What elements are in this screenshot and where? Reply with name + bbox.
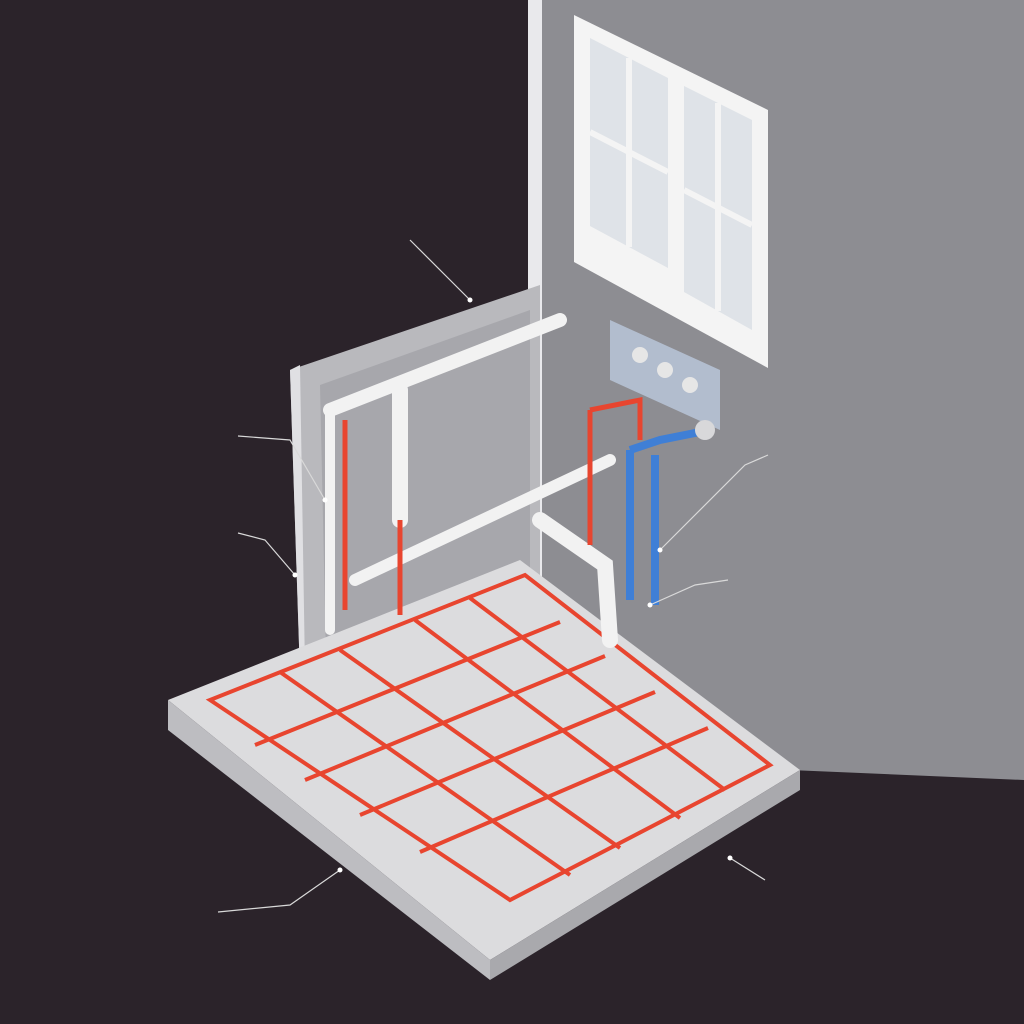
- window-icon: [574, 15, 768, 368]
- manifold-icon: [610, 320, 720, 440]
- heating-grid-icon: [205, 572, 774, 903]
- hot-pipes: [342, 396, 643, 615]
- insulation-panel-edge: [290, 365, 305, 675]
- leader-dots: [292, 297, 733, 873]
- leader-lines: [217, 239, 769, 913]
- cold-pipes: [626, 428, 701, 605]
- floor-slab: [168, 560, 800, 980]
